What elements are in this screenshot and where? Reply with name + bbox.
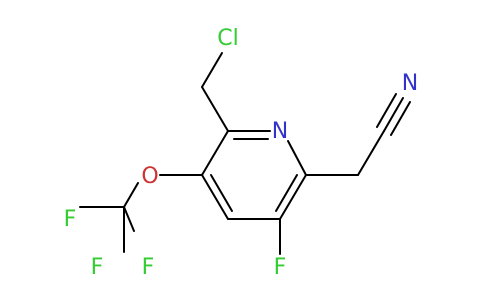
bond-nitrile-2 bbox=[376, 93, 397, 128]
bond-ch2-cl bbox=[201, 52, 223, 88]
atom-label-cl: Cl bbox=[217, 26, 238, 51]
bond-c3-c4-inner bbox=[210, 174, 233, 212]
bond-c2-c3 bbox=[201, 130, 229, 176]
bond-o-cf3 bbox=[123, 182, 139, 208]
atom-label-cf3-f-bottom: F bbox=[91, 255, 104, 280]
atom-label-nitrile-n: N bbox=[402, 71, 418, 96]
bonds bbox=[79, 52, 411, 255]
atom-label-ring-n: N bbox=[272, 119, 288, 144]
bond-cf3-f-right bbox=[123, 206, 135, 232]
atom-label-cf3-f-right: F bbox=[142, 255, 155, 280]
bond-nitrile-1 bbox=[383, 97, 404, 132]
atom-label-cf3-f-left: F bbox=[64, 207, 77, 232]
bond-ch2-cn bbox=[357, 130, 385, 176]
bond-c2-ch2 bbox=[201, 86, 229, 132]
bond-c3-c4 bbox=[201, 174, 229, 220]
atom-label-ring-f: F bbox=[274, 255, 287, 280]
bond-c6-n bbox=[287, 140, 307, 176]
bond-nitrile-3 bbox=[390, 101, 411, 136]
atom-labels: Cl N N O F F F F bbox=[64, 26, 419, 280]
bond-c5-c6-inner bbox=[275, 174, 298, 212]
bond-c5-c6 bbox=[279, 174, 307, 220]
atom-label-o: O bbox=[141, 164, 158, 189]
